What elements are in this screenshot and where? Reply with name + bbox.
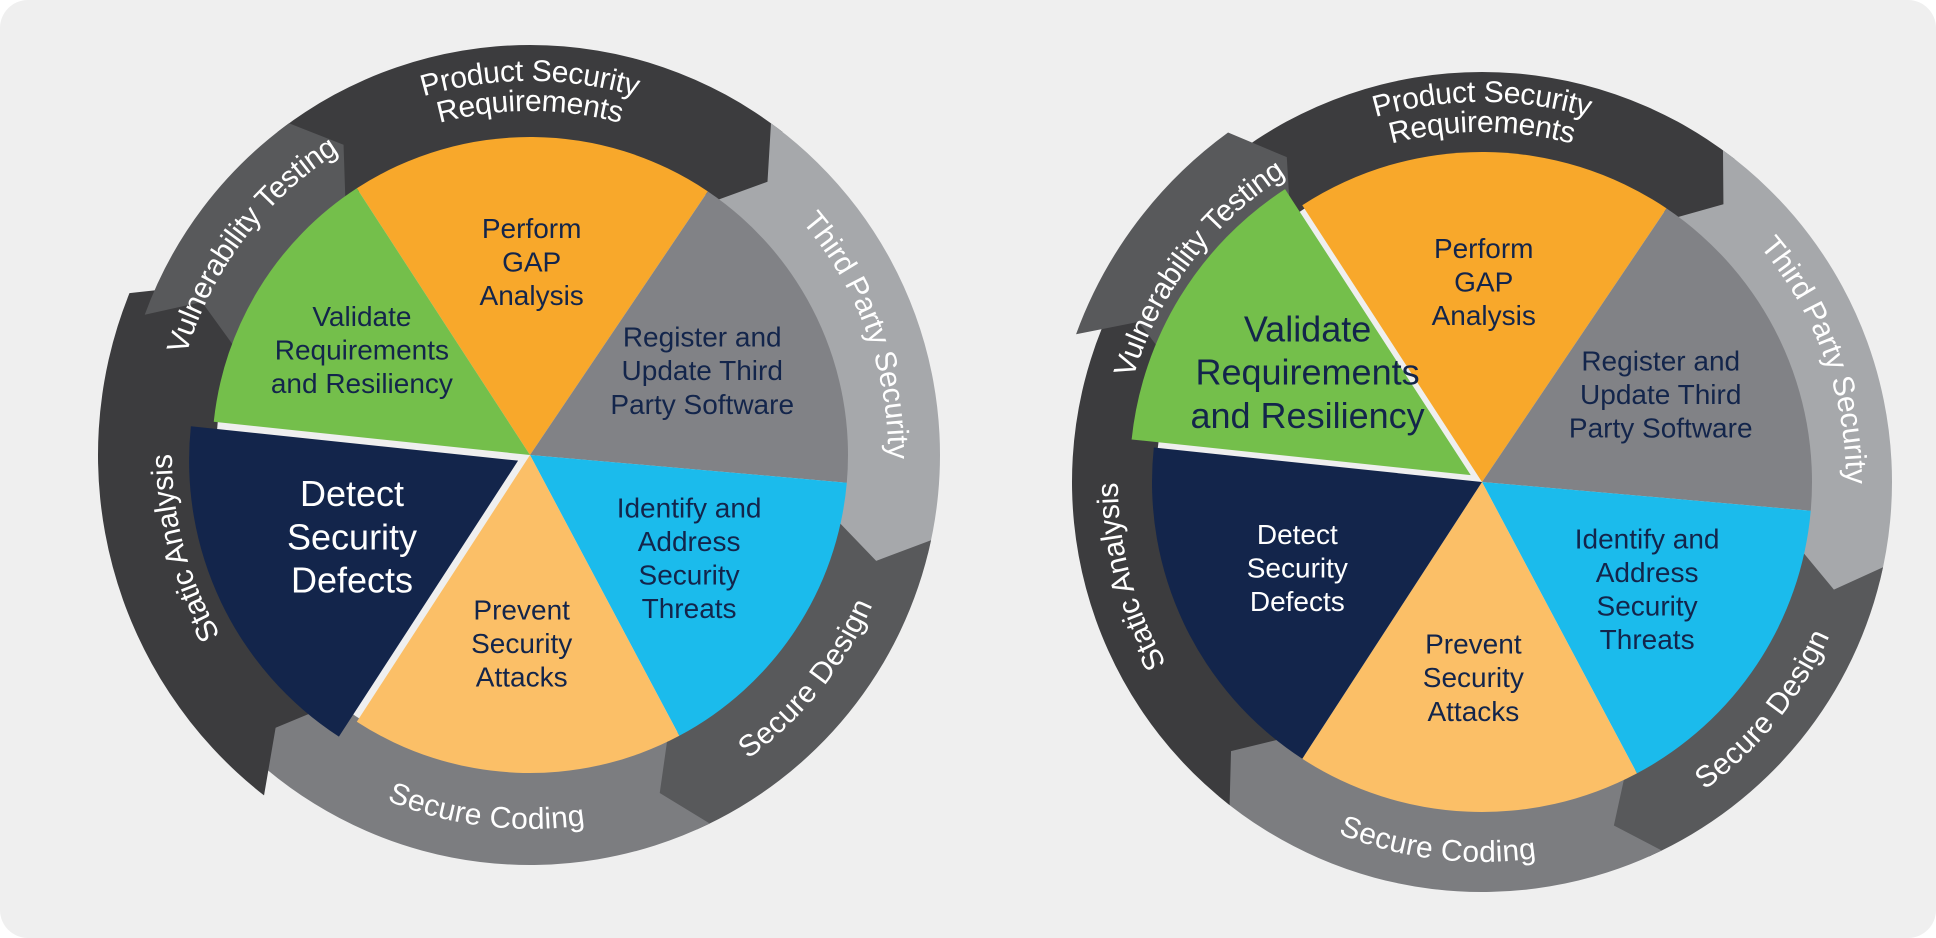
segment-identify [1482,482,1811,774]
ring-band-static [1071,314,1282,806]
segment-prevent [1302,482,1637,812]
ring-band-design [647,520,932,830]
segment-detect [1151,447,1482,759]
segment-register [1482,208,1812,511]
ring-band-product [1229,71,1735,226]
ring-band-vuln [144,123,346,348]
ring-band-design [1601,549,1884,857]
segment-validate [1131,189,1471,476]
segment-detect [189,426,519,737]
segment-validate [213,188,530,455]
segment-gap [356,137,708,455]
segment-prevent [356,455,680,773]
ring-band-vuln [1076,132,1291,371]
segment-gap [1302,152,1667,483]
ring-band-coding [266,695,710,865]
segment-register [530,191,848,483]
segment-identify [530,455,847,736]
